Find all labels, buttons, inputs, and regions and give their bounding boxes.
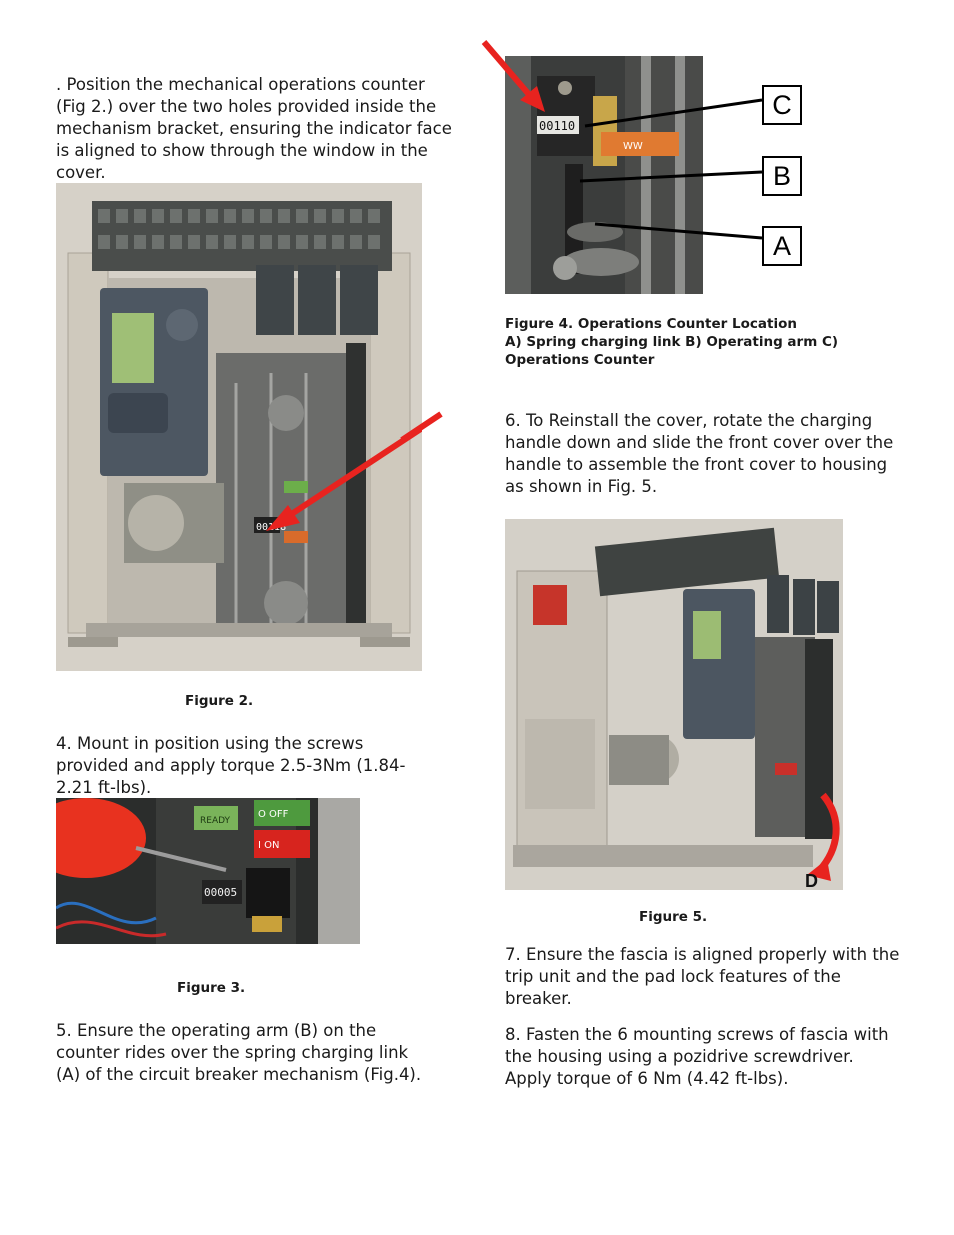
step-8-text: 8. Fasten the 6 mounting screws of fasci… (505, 1025, 889, 1088)
fig3-off-text: O OFF (258, 809, 289, 820)
fig4-counter-digits: 00110 (539, 119, 575, 133)
figure-4-caption-title: Figure 4. Operations Counter Location (505, 316, 797, 332)
figure-4-caption-legend: A) Spring charging link B) Operating arm… (505, 334, 839, 368)
label-c: C (762, 85, 802, 125)
fig3-ready-text: READY (200, 816, 231, 826)
figure-4-photo: 00110 WW (505, 56, 703, 294)
figure-3-photo: READY O OFF I ON 00005 (56, 798, 360, 944)
figure-5-caption: Figure 5. (639, 909, 708, 925)
fig5-label-d: D (805, 871, 818, 890)
step-5-text: 5. Ensure the operating arm (B) on the c… (56, 1021, 422, 1084)
figure-5-photo: D (505, 519, 843, 890)
step-3-text: . Position the mechanical operations cou… (56, 75, 452, 182)
step-4-text: 4. Mount in position using the screws pr… (56, 734, 406, 797)
fig3-on-text: I ON (258, 840, 279, 851)
fig4-tag-text: WW (623, 141, 643, 152)
label-a: A (762, 226, 802, 266)
fig3-counter-digits: 00005 (204, 886, 237, 899)
figure-3-caption: Figure 3. (177, 980, 246, 996)
label-b: B (762, 156, 802, 196)
figure-2-photo: 00118 (56, 183, 422, 671)
step-6-text: 6. To Reinstall the cover, rotate the ch… (505, 411, 894, 496)
figure-2-caption: Figure 2. (185, 693, 254, 709)
step-7-text: 7. Ensure the fascia is aligned properly… (505, 945, 900, 1008)
